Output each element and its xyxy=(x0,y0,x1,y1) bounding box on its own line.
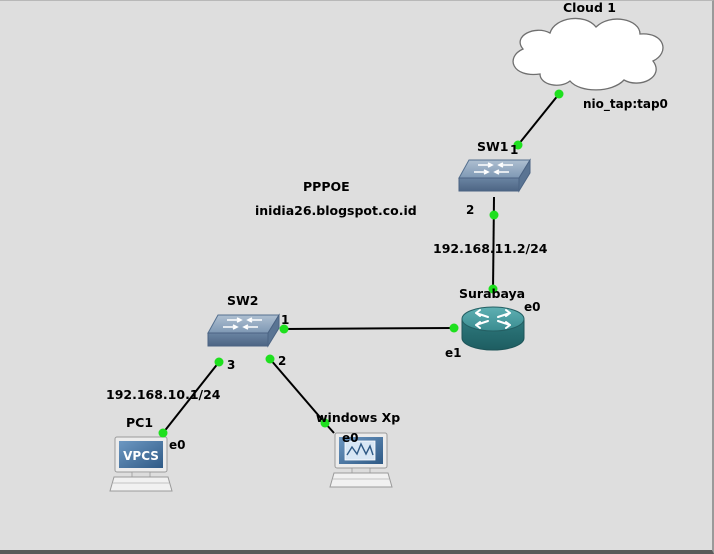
port-dot-pc1-e0[interactable] xyxy=(158,428,168,438)
link-sw2-winxp[interactable] xyxy=(269,358,326,424)
link-sw2-surabaya[interactable] xyxy=(283,327,455,330)
node-label-surabaya[interactable]: Surabaya xyxy=(459,286,526,301)
link-sw2-pc1[interactable] xyxy=(162,361,220,434)
port-dot-surabaya-e0[interactable] xyxy=(488,284,498,294)
port-dot-winxp-e0[interactable] xyxy=(320,418,330,428)
port-dot-surabaya-e1[interactable] xyxy=(449,323,459,333)
port-dot-cloud[interactable] xyxy=(554,89,564,99)
port-label-surabaya-e0: e0 xyxy=(524,300,541,314)
port-dot-sw2-2[interactable] xyxy=(265,354,275,364)
node-label-sw2[interactable]: SW2 xyxy=(227,293,259,308)
switch-sw2-icon[interactable] xyxy=(207,313,280,348)
vpcs-screen-text: VPCS xyxy=(123,449,159,463)
link-cloud-sw1[interactable] xyxy=(517,93,560,146)
router-surabaya-icon[interactable] xyxy=(461,306,525,351)
winxp-monitor-icon[interactable] xyxy=(329,432,393,488)
note-pppoe[interactable]: PPPOE xyxy=(303,179,350,194)
port-label-pc1-e0: e0 xyxy=(169,438,186,452)
node-label-winxp[interactable]: windows Xp xyxy=(316,410,401,425)
port-label-sw2-3: 3 xyxy=(227,358,236,372)
switch-sw1-icon[interactable] xyxy=(458,158,531,193)
node-label-pc1[interactable]: PC1 xyxy=(126,415,154,430)
port-label-sw2-2: 2 xyxy=(278,354,287,368)
port-dot-sw1-2[interactable] xyxy=(489,210,499,220)
pc1-monitor-icon[interactable]: VPCS xyxy=(109,436,173,492)
port-dots xyxy=(158,89,564,438)
port-dot-sw1-1[interactable] xyxy=(513,140,523,150)
node-label-sw1[interactable]: SW1 xyxy=(477,139,509,154)
node-label-cloud1[interactable]: Cloud 1 xyxy=(563,0,616,15)
note-pc-ip[interactable]: 192.168.10.1/24 xyxy=(106,387,221,402)
port-dot-sw2-1[interactable] xyxy=(279,324,289,334)
port-label-sw1-1: 1 xyxy=(510,143,519,157)
port-label-sw1-2: 2 xyxy=(466,203,475,217)
cloud-icon[interactable] xyxy=(512,17,664,91)
port-dot-sw2-3[interactable] xyxy=(214,357,224,367)
note-surabaya-ip[interactable]: 192.168.11.2/24 xyxy=(433,241,548,256)
note-blog[interactable]: inidia26.blogspot.co.id xyxy=(255,203,417,218)
port-label-surabaya-e1: e1 xyxy=(445,346,462,360)
port-label-winxp-e0: e0 xyxy=(342,431,359,445)
port-label-cloud-tap: nio_tap:tap0 xyxy=(583,97,668,111)
port-label-sw2-1: 1 xyxy=(281,313,290,327)
